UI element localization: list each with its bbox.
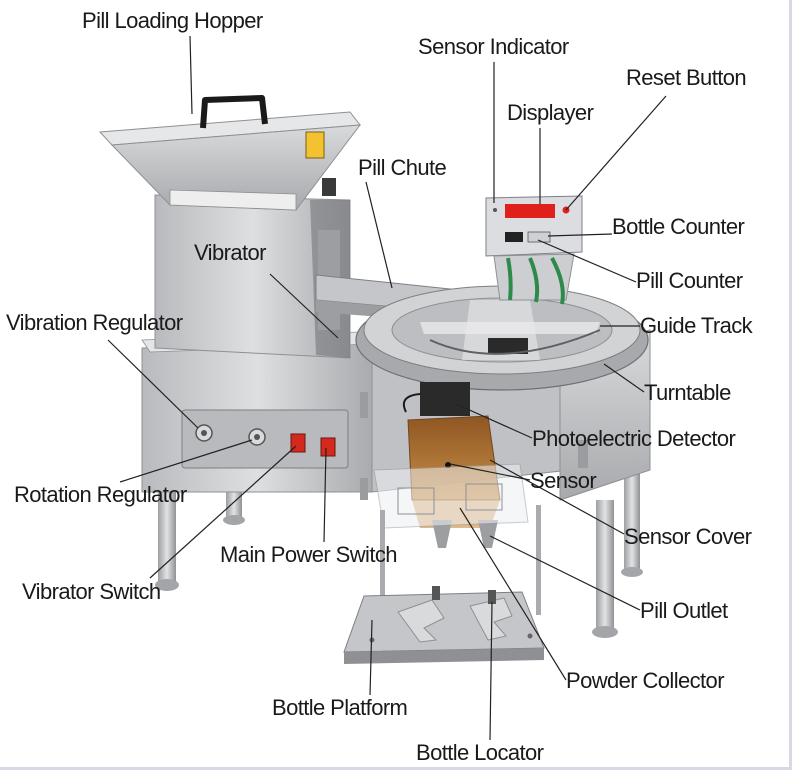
counter-display-unit [485,195,583,305]
label-displayer: Displayer [507,100,594,125]
label-bottle-locator: Bottle Locator [416,740,544,765]
label-vibration-regulator: Vibration Regulator [6,310,183,335]
leader-bottle-platform [369,619,373,696]
leader-pill-chute [365,181,393,289]
label-sensor-indicator: Sensor Indicator [418,34,569,59]
leader-pill-loading-hopper [189,35,193,115]
bottom-border [0,767,792,770]
machine-legs [155,470,643,638]
label-pill-outlet: Pill Outlet [640,598,728,623]
label-guide-track: Guide Track [640,313,753,338]
label-turntable: Turntable [644,380,731,405]
label-pill-chute: Pill Chute [358,155,447,180]
leader-pill-counter [537,239,637,283]
leader-photoelectric-detector [455,403,533,439]
label-bottle-platform: Bottle Platform [272,695,408,720]
label-bottle-counter: Bottle Counter [612,214,745,239]
leader-vibrator [269,273,339,339]
pill-loading-hopper [98,95,362,211]
leader-turntable [603,363,645,393]
label-sensor: Sensor [530,468,597,493]
leader-vibration-regulator [107,339,199,429]
leader-pill-outlet [489,535,641,611]
label-main-power-switch: Main Power Switch [220,542,397,567]
right-border [789,0,792,770]
leader-rotation-regulator [119,439,253,483]
photoelectric-detector [402,382,470,416]
label-reset-button: Reset Button [626,65,747,90]
label-sensor-cover: Sensor Cover [624,524,752,549]
leader-bottle-locator [489,601,493,741]
leader-main-power-switch [323,447,327,543]
label-vibrator: Vibrator [194,240,266,265]
leader-vibrator-switch [149,445,297,579]
turntable [355,285,649,391]
leader-sensor-cover [489,459,625,535]
leader-bottle-counter [547,233,613,237]
leader-reset-button [565,95,667,211]
label-photoelectric-detector: Photoelectric Detector [532,426,736,451]
label-rotation-regulator: Rotation Regulator [14,482,187,507]
label-powder-collector: Powder Collector [566,668,725,693]
leader-powder-collector [459,507,567,681]
label-pill-loading-hopper: Pill Loading Hopper [82,8,263,33]
leader-sensor [449,463,531,481]
label-vibrator-switch: Vibrator Switch [22,579,161,604]
powder-collector [373,463,529,529]
label-pill-counter: Pill Counter [636,268,743,293]
